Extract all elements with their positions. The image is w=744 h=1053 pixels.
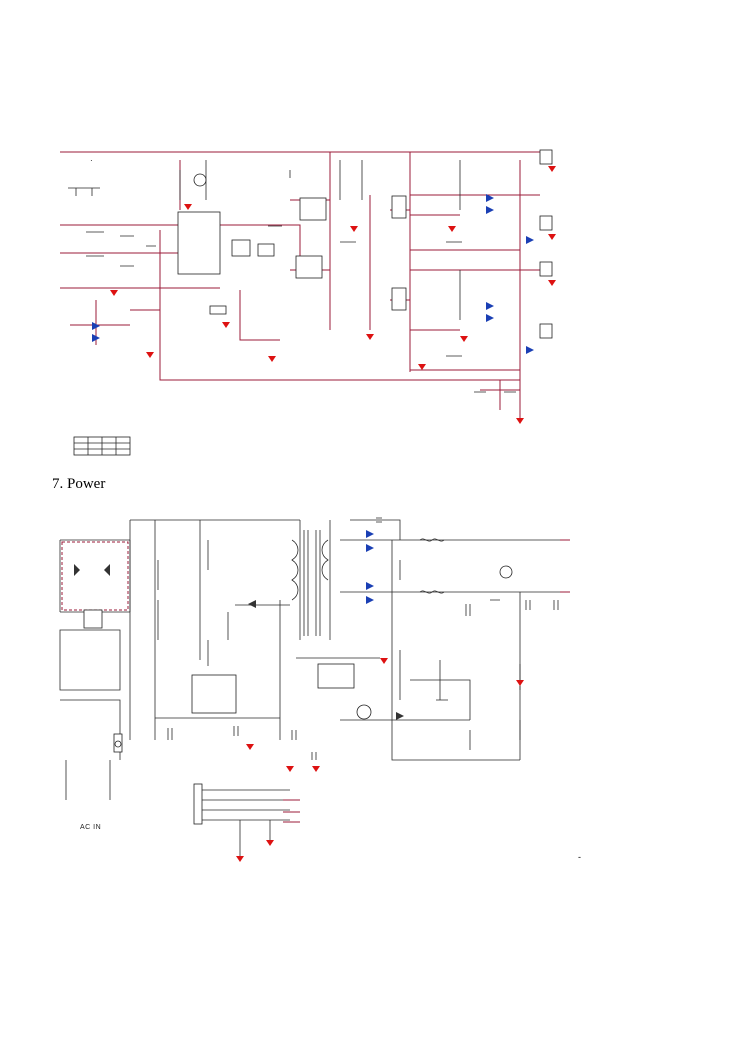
connector-cn1 bbox=[539, 149, 553, 165]
transformer-2 bbox=[391, 287, 407, 311]
connector-cn3 bbox=[539, 261, 553, 277]
ic-aux-3 bbox=[209, 305, 227, 315]
zener-zd920 bbox=[396, 712, 404, 720]
pwm-ic-ic901 bbox=[191, 674, 237, 714]
power-grounds bbox=[236, 658, 524, 862]
diode-d1 bbox=[486, 194, 494, 202]
diode-d910 bbox=[366, 530, 374, 538]
main-transformer-t901 bbox=[291, 530, 329, 636]
dot-mark: · bbox=[90, 156, 93, 165]
connector-cn4 bbox=[539, 323, 553, 339]
transistor-q1 bbox=[193, 173, 207, 187]
connector-cn2 bbox=[539, 215, 553, 231]
inverter-grounds bbox=[110, 166, 556, 424]
diode-d5 bbox=[92, 322, 100, 330]
bridge-diode-a bbox=[74, 564, 80, 576]
section-heading: 7. Power bbox=[52, 476, 106, 492]
diode-d911 bbox=[366, 544, 374, 552]
ac-input-label: AC IN bbox=[80, 824, 102, 831]
transformer-1 bbox=[391, 195, 407, 219]
ic-aux-2 bbox=[257, 243, 275, 257]
line-filter-l901 bbox=[83, 609, 103, 629]
power-components bbox=[74, 517, 559, 825]
diode-d913 bbox=[366, 596, 374, 604]
optocoupler-ic903 bbox=[317, 663, 355, 689]
connector-cn901 bbox=[193, 783, 203, 825]
mosfet-driver-1 bbox=[299, 197, 327, 221]
terminal-1 bbox=[114, 740, 122, 748]
mosfet-driver-2 bbox=[295, 255, 323, 279]
bridge-diode-b bbox=[104, 564, 110, 576]
pwm-controller-ic bbox=[177, 211, 221, 275]
diode-d3 bbox=[486, 302, 494, 310]
diode-d4 bbox=[486, 314, 494, 322]
diode-d912 bbox=[366, 582, 374, 590]
inverter-components bbox=[68, 149, 553, 456]
transistor-q920 bbox=[356, 704, 372, 720]
diode-d8 bbox=[526, 346, 534, 354]
power-wiring bbox=[59, 519, 570, 856]
inverter-wiring bbox=[60, 151, 540, 420]
diode-d2 bbox=[486, 206, 494, 214]
page-dash: - bbox=[578, 852, 581, 862]
diode-d902 bbox=[248, 600, 256, 608]
diode-d6 bbox=[92, 334, 100, 342]
ic-aux bbox=[231, 239, 251, 257]
transistor-q921 bbox=[499, 565, 513, 579]
diode-d7 bbox=[526, 236, 534, 244]
